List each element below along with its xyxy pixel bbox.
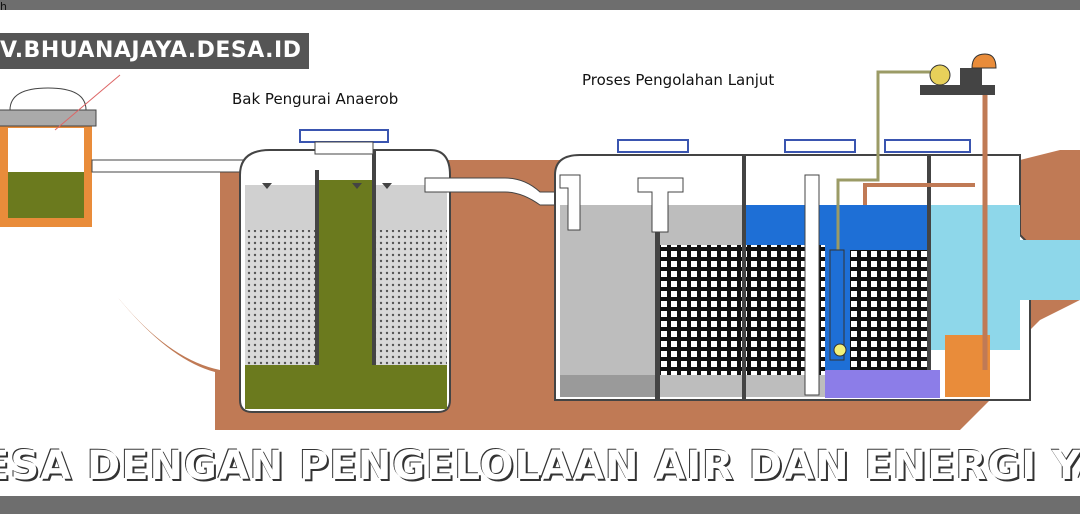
anaerobic-baffle-right — [372, 150, 376, 365]
divider-1 — [655, 195, 660, 400]
outlet-water — [1020, 240, 1080, 300]
anaerobic-center-column — [318, 180, 373, 365]
watermark-top-fragment: h — [0, 0, 7, 13]
inlet-dome — [9, 87, 87, 111]
divider-4 — [927, 155, 931, 370]
title-banner-text: ESA DENGAN PENGELOLAAN AIR DAN ENERGI YA… — [0, 443, 1080, 489]
media-chamber-1 — [660, 245, 745, 375]
final-chamber — [930, 205, 1020, 350]
t-pipe-1 — [559, 174, 581, 231]
equipment-base — [920, 85, 995, 95]
anaerobic-baffle-left — [315, 170, 319, 365]
media-chamber-1-top — [660, 205, 745, 245]
anaerobic-sludge-bottom — [245, 365, 447, 409]
lid-1 — [617, 139, 689, 153]
anaerobic-media-left — [245, 230, 315, 365]
pointer-line — [54, 74, 121, 131]
pump-icon — [960, 68, 982, 86]
lid-2 — [784, 139, 856, 153]
aerobic-chamber-2-top — [825, 205, 930, 250]
settling-chamber-sludge — [560, 375, 655, 397]
divider-3 — [804, 174, 820, 396]
label-anaerobic-tank: Bak Pengurai Anaerob — [232, 90, 399, 108]
inlet-chamber-sludge — [8, 172, 84, 218]
diffuser-ball — [833, 343, 847, 357]
anaerobic-lid — [299, 129, 389, 143]
blower-icon — [929, 64, 951, 86]
lid-3 — [884, 139, 971, 153]
pump-cap — [971, 53, 997, 69]
anaerobic-clear-left — [245, 185, 315, 230]
label-advanced-process: Proses Pengolahan Lanjut — [582, 71, 775, 89]
return-pipe — [863, 183, 975, 205]
bottom-frame — [0, 496, 1080, 510]
settling-chamber — [560, 205, 655, 375]
title-banner: ESA DENGAN PENGELOLAAN AIR DAN ENERGI YA… — [0, 430, 1080, 502]
water-level-mark-2 — [352, 183, 362, 189]
media-chamber-1-bottom — [660, 375, 745, 397]
t-pipe-2 — [637, 177, 684, 233]
air-pipe — [836, 70, 930, 350]
diffuser-tube — [829, 249, 845, 361]
soil-cutout-left — [0, 254, 215, 430]
aerobic-chamber-2-bottom — [825, 370, 940, 398]
watermark-site: V.BHUANAJAYA.DESA.ID — [0, 33, 310, 69]
inlet-lid — [0, 109, 97, 127]
anaerobic-lid-neck — [314, 141, 374, 155]
water-level-mark-3 — [382, 183, 392, 189]
divider-2 — [742, 155, 746, 400]
water-level-mark-1 — [262, 183, 272, 189]
aerobic-media-2 — [850, 250, 930, 370]
anaerobic-media-right — [375, 230, 447, 365]
